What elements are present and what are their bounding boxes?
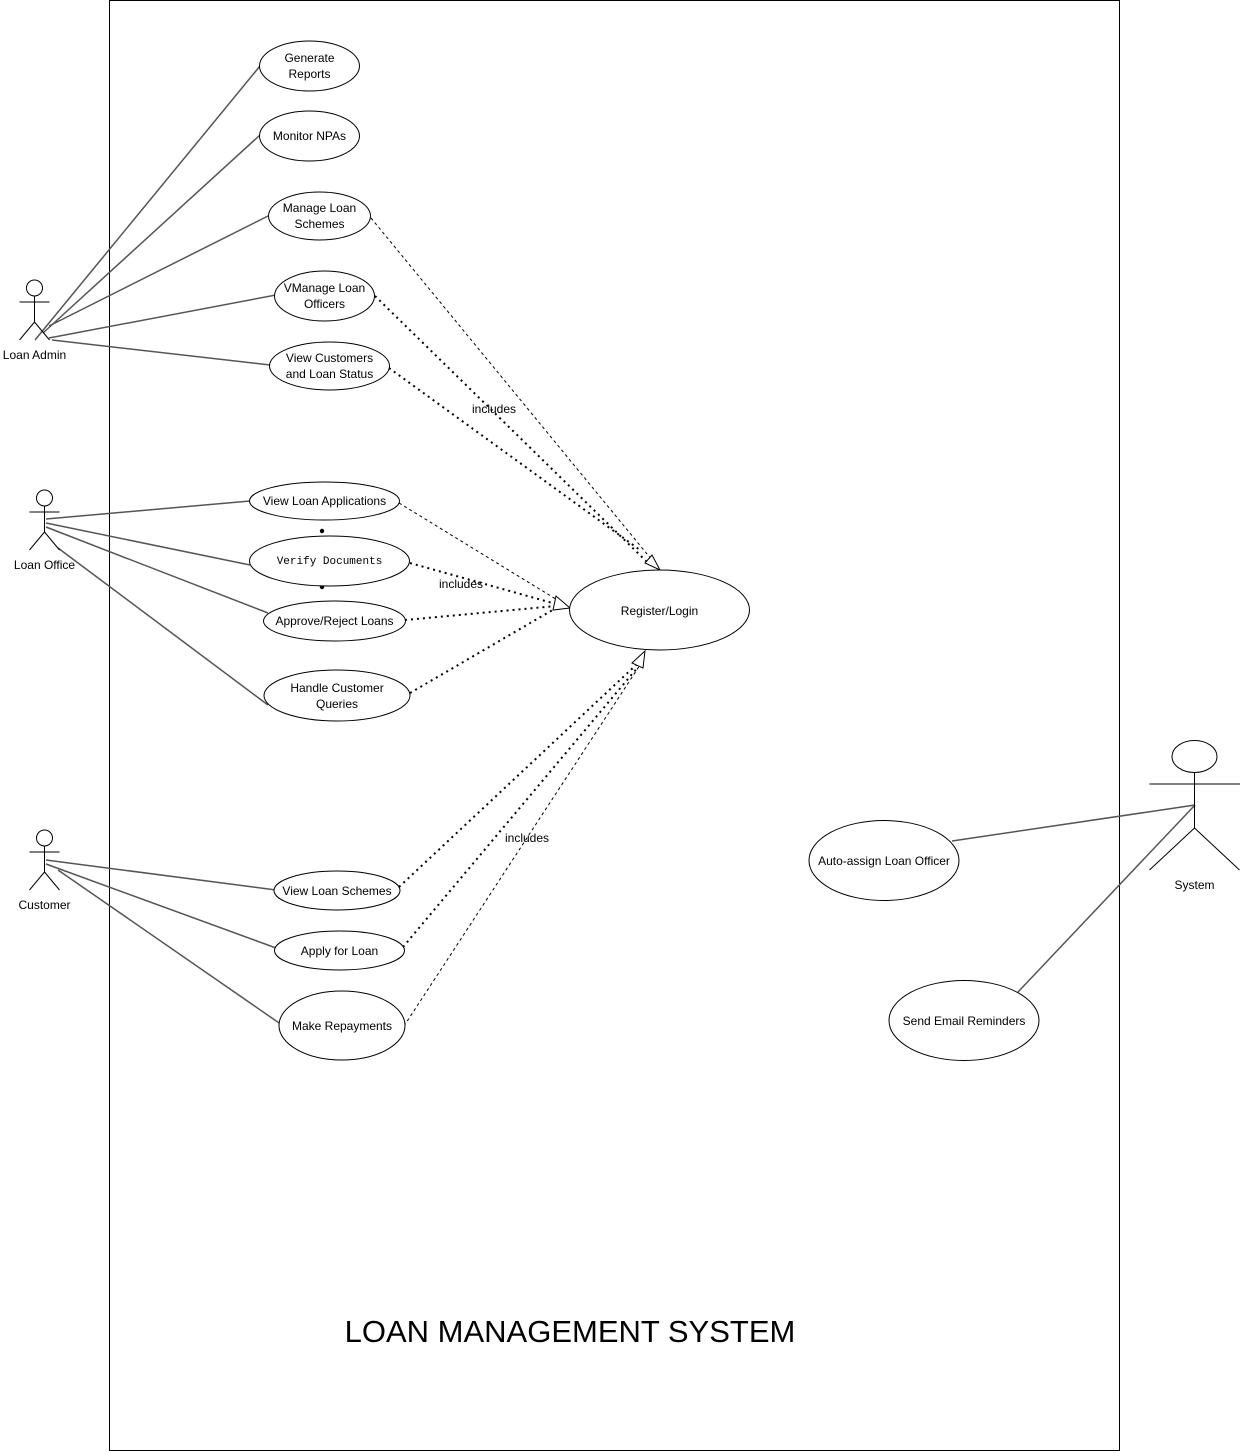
assoc-system-auto-assign: [951, 804, 1196, 842]
use-case-send-email-reminders[interactable]: Send Email Reminders: [888, 980, 1040, 1061]
actor-label: System: [1174, 878, 1214, 892]
include-approve-reject: [404, 605, 557, 621]
assoc-customer-apply-loan: [45, 863, 277, 949]
assoc-office-verify-documents: [45, 522, 251, 566]
use-case-manage-loan-officers[interactable]: VManage Loan Officers: [274, 270, 375, 322]
use-case-generate-reports[interactable]: Generate Reports: [259, 40, 360, 92]
assoc-system-send-reminders: [1017, 804, 1196, 993]
include-view-loan-schemes: [398, 664, 637, 888]
use-case-label: Queries: [316, 697, 358, 711]
include-apply-loan: [402, 666, 639, 948]
associations: [34, 65, 1196, 1026]
assoc-admin-manage-loan-schemes: [48, 214, 271, 327]
actor-label: Loan Admin: [3, 348, 66, 362]
actor-system[interactable]: System: [1149, 740, 1240, 893]
actor-label: Loan Office: [14, 558, 75, 572]
assoc-office-approve-reject: [45, 526, 269, 614]
use-case-label: Generate: [284, 51, 334, 65]
use-case-label: Register/Login: [621, 604, 698, 618]
use-case-label: Schemes: [294, 217, 344, 231]
assoc-customer-view-schemes: [45, 859, 277, 891]
use-case-label: VManage Loan: [284, 281, 365, 295]
actor-customer[interactable]: Customer: [18, 829, 71, 912]
use-case-label: Verify Documents: [277, 556, 383, 568]
actor-loan-admin[interactable]: Loan Admin: [3, 279, 66, 362]
includes-label-admin: includes: [472, 402, 516, 416]
use-case-approve-reject-loans[interactable]: Approve/Reject Loans: [263, 600, 406, 642]
use-case-label: Handle Customer: [290, 681, 383, 695]
include-manage-schemes: [370, 217, 653, 561]
include-view-customers: [388, 367, 641, 551]
use-case-label: View Loan Applications: [263, 494, 386, 508]
assoc-office-view-applications: [45, 500, 251, 520]
use-case-label: Apply for Loan: [301, 944, 378, 958]
use-case-label: View Loan Schemes: [282, 884, 391, 898]
use-case-handle-customer-queries[interactable]: Handle Customer Queries: [263, 669, 411, 722]
include-manage-officers: [374, 295, 647, 562]
use-case-label: Auto-assign Loan Officer: [818, 854, 950, 868]
use-case-label: Reports: [288, 67, 330, 81]
include-make-repayments: [403, 664, 641, 1027]
use-case-label: Manage Loan: [283, 201, 356, 215]
include-office-arrowhead: [552, 595, 572, 611]
use-case-manage-loan-schemes[interactable]: Manage Loan Schemes: [268, 191, 371, 241]
use-case-view-loan-applications[interactable]: View Loan Applications: [249, 481, 400, 521]
use-case-monitor-npas[interactable]: Monitor NPAs: [259, 110, 360, 162]
use-case-label: Monitor NPAs: [273, 129, 346, 143]
system-title: LOAN MANAGEMENT SYSTEM: [345, 1314, 796, 1349]
use-case-auto-assign-loan-officer[interactable]: Auto-assign Loan Officer: [808, 820, 960, 901]
use-case-label: Approve/Reject Loans: [275, 614, 393, 628]
assoc-admin-monitor-npas: [42, 134, 261, 334]
include-handle-queries: [409, 607, 557, 694]
use-case-label: and Loan Status: [286, 367, 373, 381]
assoc-office-handle-queries: [57, 547, 269, 706]
includes-label-customer: includes: [505, 831, 549, 845]
use-case-view-loan-schemes[interactable]: View Loan Schemes: [273, 870, 401, 911]
include-customer-arrowhead: [631, 649, 646, 669]
system-boundary: [109, 0, 1120, 1451]
assoc-customer-make-repayments: [57, 869, 283, 1026]
assoc-admin-generate-reports: [34, 65, 261, 341]
use-case-label: Send Email Reminders: [903, 1014, 1026, 1028]
include-verify-documents: [409, 562, 557, 605]
use-case-register-login[interactable]: Register/Login: [569, 569, 750, 651]
connector-dot-top: [319, 528, 325, 534]
use-case-apply-for-loan[interactable]: Apply for Loan: [274, 930, 405, 971]
actor-label: Customer: [18, 898, 70, 912]
include-dependencies: [370, 217, 662, 1027]
assoc-admin-manage-loan-officers: [48, 294, 277, 339]
includes-label-office: includes: [439, 577, 483, 591]
use-case-label: Officers: [304, 297, 345, 311]
use-case-make-repayments[interactable]: Make Repayments: [278, 990, 406, 1061]
include-admin-arrowhead: [644, 554, 662, 572]
actor-loan-office[interactable]: Loan Office: [14, 489, 75, 572]
use-case-view-customers-loan-status[interactable]: View Customers and Loan Status: [269, 341, 390, 391]
use-case-label: Make Repayments: [292, 1019, 392, 1033]
use-case-verify-documents[interactable]: Verify Documents: [249, 535, 410, 587]
include-view-applications: [398, 502, 560, 602]
assoc-admin-view-customers: [51, 339, 271, 366]
use-case-label: View Customers: [286, 351, 373, 365]
